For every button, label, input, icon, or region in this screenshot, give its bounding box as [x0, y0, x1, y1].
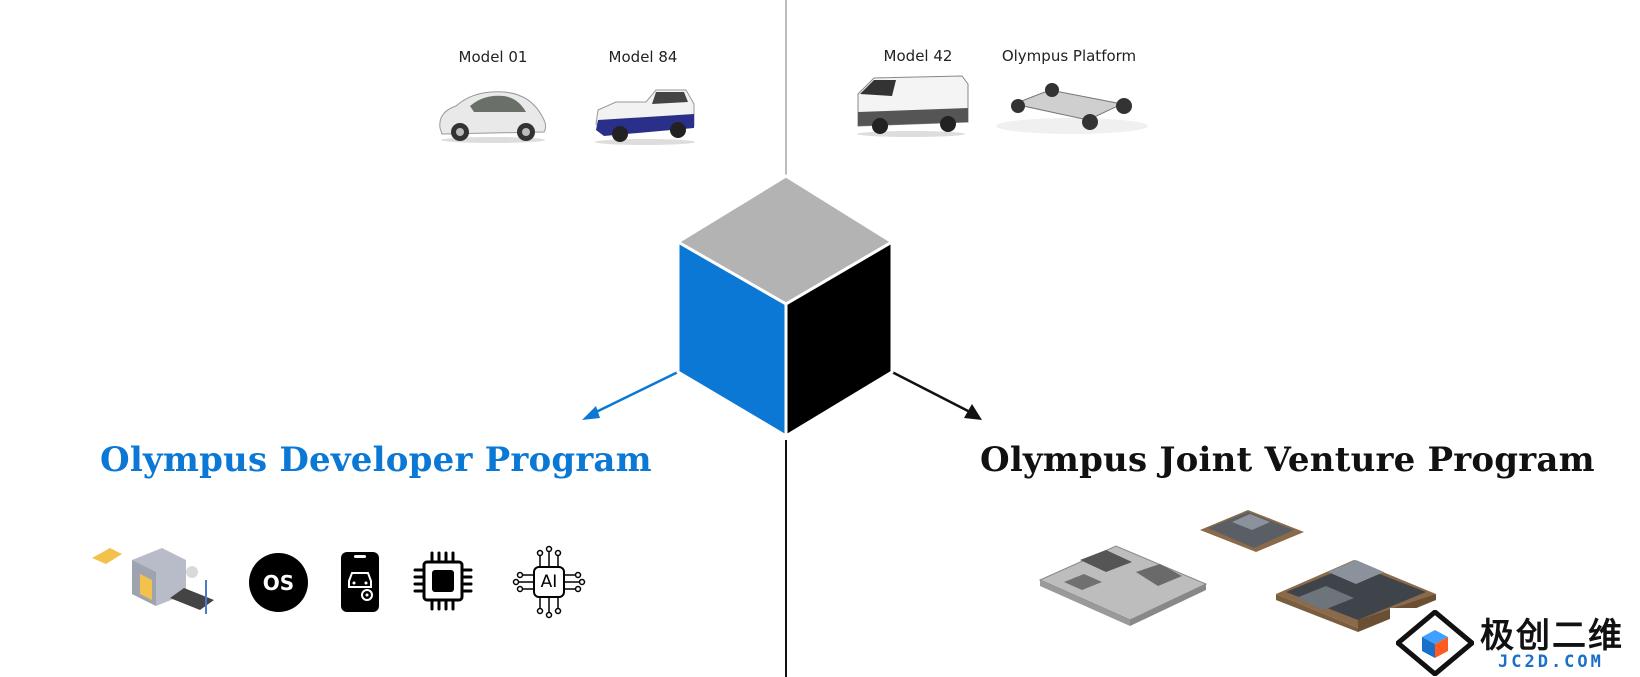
jv-arrow-head	[964, 404, 982, 420]
phone-car-settings-icon	[341, 552, 379, 612]
watermark-domain-text: JC2D.COM	[1498, 652, 1604, 672]
chip-icon	[413, 551, 473, 611]
watermark-logo-icon	[1396, 610, 1474, 676]
cube-right-face	[784, 239, 894, 439]
model-42-van-image	[857, 75, 969, 137]
developer-arrow-head	[582, 406, 600, 420]
model-84-truck-image	[595, 89, 695, 145]
developer-arrow-line	[591, 370, 679, 416]
ai-circuit-graphic	[512, 545, 586, 619]
watermark: 极创二维 JC2D.COM	[1390, 608, 1640, 677]
joint-venture-program-title: Olympus Joint Venture Program	[980, 440, 1595, 480]
ai-chip-label: AI	[540, 572, 558, 592]
developer-program-title: Olympus Developer Program	[100, 440, 652, 480]
ai-chip-icon: AI	[512, 545, 586, 619]
model-84-label: Model 84	[608, 48, 678, 66]
joint-venture-city-illustration	[1038, 510, 1436, 632]
os-icon: OS	[249, 553, 308, 612]
os-icon-label: OS	[262, 570, 295, 595]
factory-icon	[92, 548, 214, 614]
watermark-brand-text: 极创二维	[1480, 616, 1624, 656]
model-01-car-image	[439, 91, 547, 143]
olympus-platform-label: Olympus Platform	[1001, 47, 1137, 65]
olympus-platform-chassis-image	[996, 83, 1148, 134]
model-01-label: Model 01	[458, 48, 528, 66]
jv-arrow-line	[891, 370, 971, 414]
model-42-label: Model 42	[883, 47, 953, 65]
